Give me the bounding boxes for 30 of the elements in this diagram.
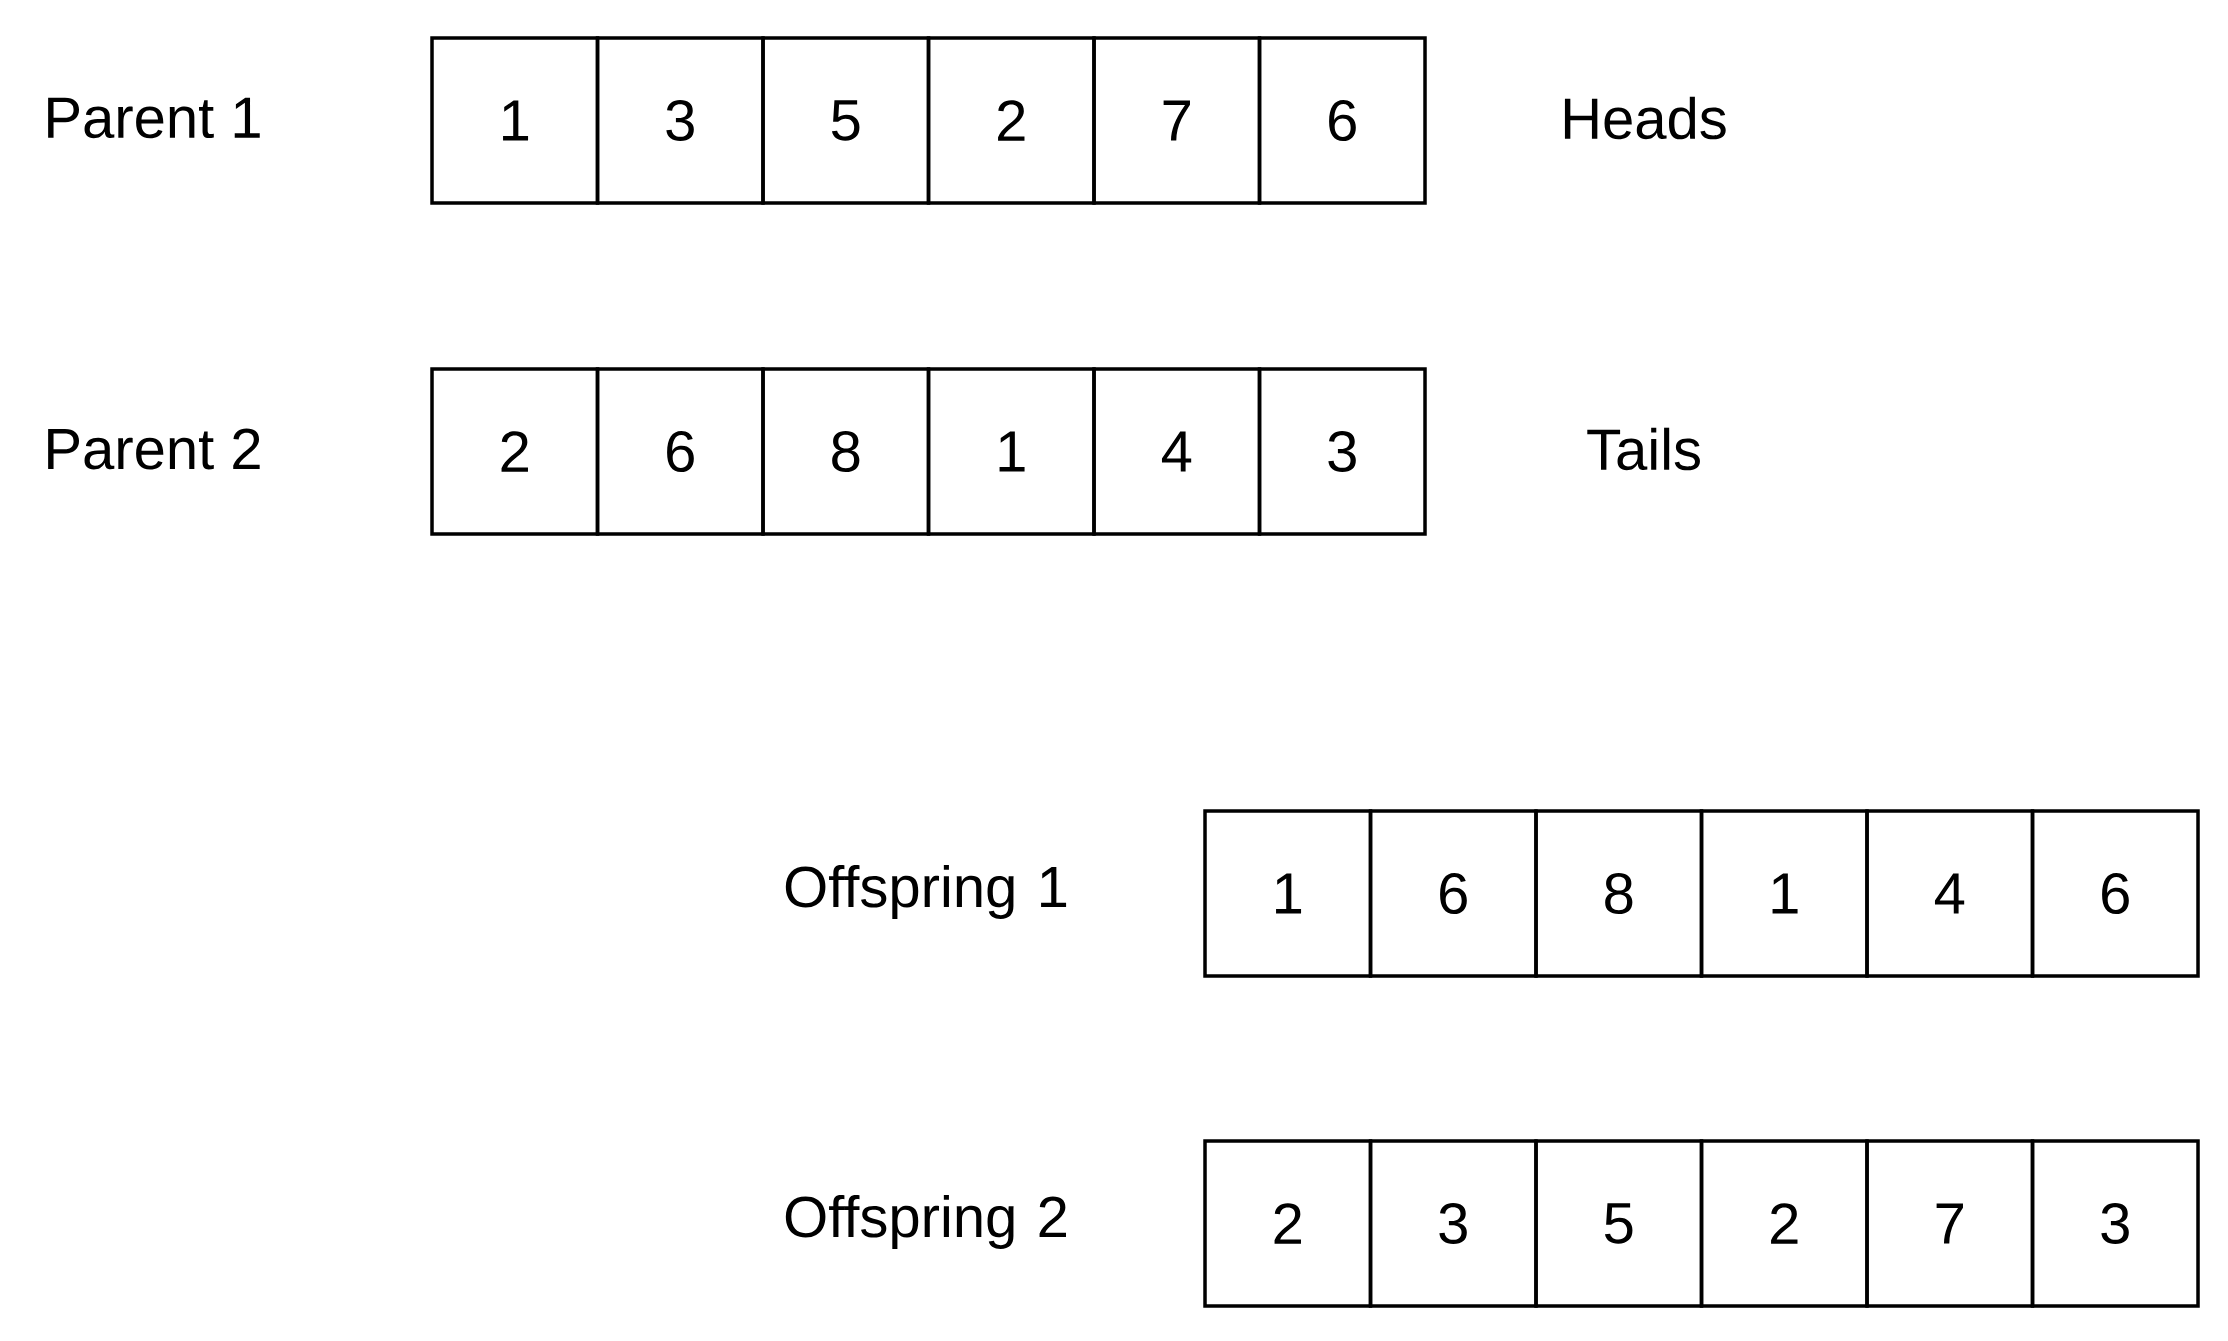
row-label: Tails [1587, 427, 1700, 471]
table-cell: 3 [595, 36, 765, 205]
table-cell: 6 [595, 367, 765, 536]
table-cell: 3 [1368, 1139, 1538, 1308]
row-label: Heads [1564, 96, 1726, 140]
table-cell: 5 [761, 36, 931, 205]
table-cell: 7 [1865, 1139, 2035, 1308]
table-cell: 2 [1699, 1139, 1869, 1308]
row-label: Parent 2 [48, 428, 260, 470]
table-cell: 1 [430, 36, 600, 205]
table-cell: 5 [1534, 1139, 1704, 1308]
table-cell: 6 [1368, 809, 1538, 978]
table-cell: 7 [1092, 36, 1262, 205]
table-cell: 3 [1257, 367, 1427, 536]
table-cell: 4 [1092, 367, 1262, 536]
table-cell: 1 [1203, 809, 1373, 978]
table-cell: 2 [430, 367, 600, 536]
table-cell: 2 [926, 36, 1096, 205]
table-cell: 1 [1699, 809, 1869, 978]
table-cell: 3 [2030, 1139, 2200, 1308]
table-cell: 8 [1534, 809, 1704, 978]
table-cell: 1 [926, 367, 1096, 536]
row-label: Parent 1 [48, 97, 260, 139]
table-cell: 4 [1865, 809, 2035, 978]
table-cell: 6 [2030, 809, 2200, 978]
table-cell: 2 [1203, 1139, 1373, 1308]
row-label: Offspring 1 [785, 864, 1067, 920]
row-label: Offspring 2 [785, 1194, 1066, 1250]
table-cell: 8 [761, 367, 931, 536]
table-cell: 6 [1257, 36, 1427, 205]
